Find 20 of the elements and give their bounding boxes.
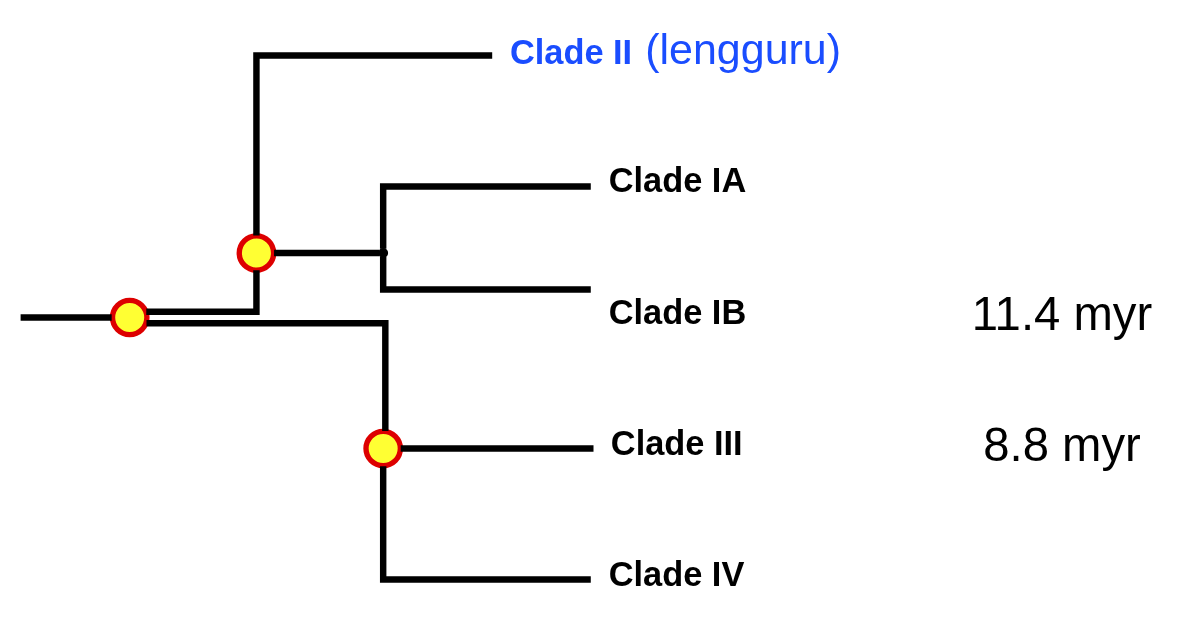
node-text: Clade IA — [608, 161, 746, 200]
connector — [252, 52, 492, 236]
node-circle — [109, 297, 150, 338]
label: 8.8 myr — [982, 417, 1141, 471]
node-circle — [362, 428, 403, 469]
label: 11.4 myr — [971, 286, 1152, 340]
connector — [273, 249, 379, 257]
connector — [379, 183, 591, 249]
connector — [379, 466, 591, 583]
node-text: Clade IB — [608, 292, 746, 331]
node-text: Clade III — [610, 423, 743, 462]
connector — [379, 256, 591, 293]
connector — [145, 320, 389, 432]
node-text: Clade II — [509, 33, 632, 72]
connector — [145, 270, 260, 315]
node-circle — [236, 233, 276, 273]
node-point — [377, 248, 388, 258]
node-text: Clade IV — [608, 554, 744, 593]
node-label: (lengguru) — [644, 25, 841, 74]
connector — [400, 445, 593, 452]
